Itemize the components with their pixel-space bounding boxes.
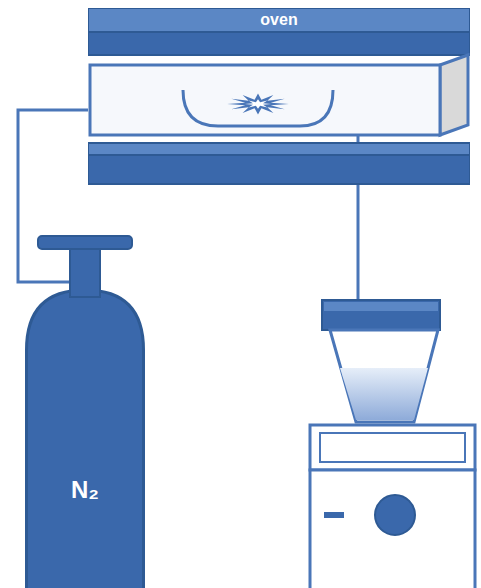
oven-top-face [88, 8, 470, 32]
oven: oven [88, 8, 470, 185]
oven-top-plate [88, 32, 470, 55]
tube-side [440, 55, 468, 135]
cylinder-valve [70, 247, 100, 297]
flask-lid [322, 300, 440, 330]
liquid [340, 368, 428, 420]
sample-core [245, 99, 271, 109]
cylinder-body [27, 290, 144, 588]
minus-symbol [324, 512, 344, 518]
cylinder-cap [38, 236, 132, 249]
stirrer-knob [375, 495, 415, 535]
sample-burst [227, 94, 289, 115]
node-label: N₂ [25, 475, 145, 505]
stirrer-top [310, 425, 475, 470]
inlet-tube [25, 281, 70, 284]
oven-shape [88, 8, 470, 185]
furnace-tube [90, 65, 440, 135]
stirrer-plate [320, 433, 465, 462]
oven-bottom-face [88, 143, 470, 155]
gas-cylinder-shape [25, 235, 145, 588]
gas-cylinder: N₂ [25, 235, 145, 588]
sample-boat [183, 90, 333, 126]
stirrer-body [310, 470, 475, 588]
flask-lid-top [324, 302, 438, 311]
oven-bottom-plate [88, 155, 470, 184]
node-label: oven [88, 8, 470, 32]
flask [330, 330, 438, 422]
